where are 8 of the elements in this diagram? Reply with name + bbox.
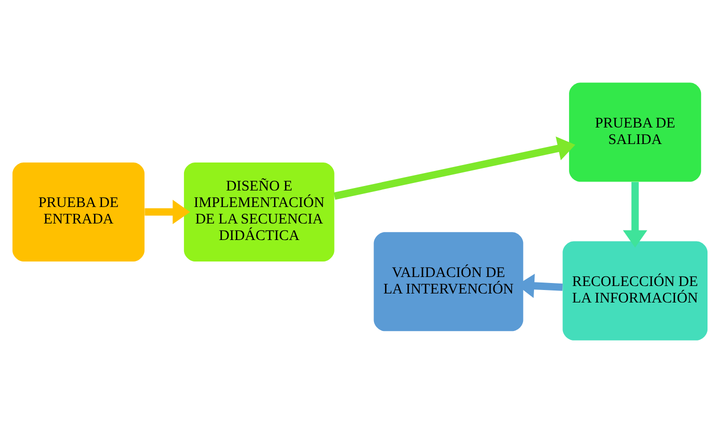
arrow — [622, 182, 648, 248]
arrow — [334, 136, 576, 200]
node-box: VALIDACIÓN DE LA INTERVENCIÓN — [374, 232, 524, 332]
node-box: PRUEBA DE ENTRADA — [12, 162, 145, 262]
arrow — [144, 200, 190, 224]
node-box: DISEÑO E IMPLEMENTACIÓN DE LA SECUENCIA DIDÁCTICA — [184, 162, 334, 262]
node-box: PRUEBA DE SALIDA — [569, 82, 702, 182]
node-box: RECOLECCIÓN DE LA INFORMACIÓN — [562, 241, 708, 340]
